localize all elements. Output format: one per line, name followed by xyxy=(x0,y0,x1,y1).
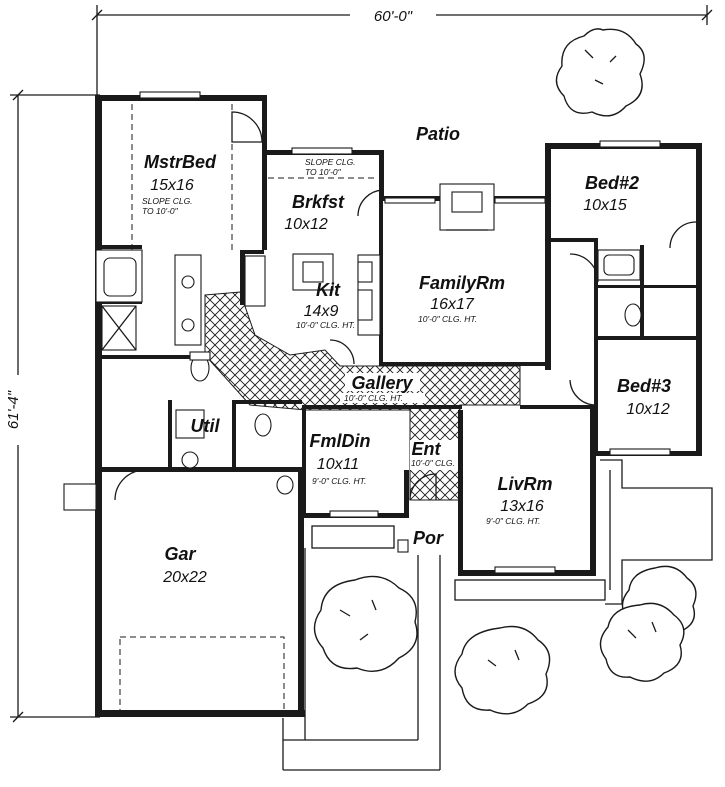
kitchen-island-icon xyxy=(292,253,334,291)
room-por: Por xyxy=(397,528,444,553)
room-ent: Ent 10'-0" CLG. xyxy=(410,439,458,470)
tree-icon xyxy=(555,28,645,117)
room-note: 10'-0" CLG. HT. xyxy=(296,320,355,330)
room-note: TO 10'-0" xyxy=(305,167,342,177)
garage-door xyxy=(63,483,285,713)
room-name: Por xyxy=(413,528,444,548)
room-name: Util xyxy=(191,416,221,436)
room-name: Ent xyxy=(412,439,442,459)
room-name: Gallery xyxy=(351,373,413,393)
room-brkfst: SLOPE CLG. TO 10'-0" Brkfst 10x12 xyxy=(284,157,355,233)
room-livrm: LivRm 13x16 9'-0" CLG. HT. xyxy=(486,474,553,526)
depth-dimension: 61'-4" xyxy=(5,89,100,723)
window-marks xyxy=(139,91,671,574)
room-size: 10x12 xyxy=(284,216,328,233)
room-bed2: Bed#2 10x15 xyxy=(583,173,639,214)
room-name: FmlDin xyxy=(310,431,371,451)
room-note: 10'-0" CLG. xyxy=(411,458,455,468)
room-gallery: Gallery 10'-0" CLG. HT. xyxy=(340,373,425,403)
room-name: Kit xyxy=(316,280,341,300)
room-name: Patio xyxy=(416,124,460,144)
room-patio: Patio xyxy=(416,124,460,144)
room-familyrm: FamilyRm 16x17 10'-0" CLG. HT. xyxy=(418,273,505,324)
toilet-icon xyxy=(189,351,211,382)
tub-icon xyxy=(597,249,641,281)
fireplace-icon xyxy=(439,183,495,231)
room-note: 9'-0" CLG. HT. xyxy=(312,476,366,486)
room-size: 10x12 xyxy=(626,401,670,418)
room-name: Bed#2 xyxy=(585,173,639,193)
room-size: 13x16 xyxy=(500,498,544,515)
width-dimension-label: 60'-0" xyxy=(374,8,413,25)
washer-dryer-icon xyxy=(175,409,205,469)
room-fmldin: FmlDin 10x11 9'-0" CLG. HT. xyxy=(310,431,371,486)
width-dimension: 60'-0" xyxy=(91,5,713,95)
room-mstrbed: MstrBed 15x16 SLOPE CLG. TO 10'-0" xyxy=(142,152,217,216)
vanity-icon xyxy=(174,254,202,346)
tree-icon xyxy=(599,602,685,682)
room-kit: Kit 14x9 10'-0" CLG. HT. xyxy=(296,280,355,330)
room-size: 10x15 xyxy=(583,197,627,214)
toilet-icon xyxy=(254,303,642,495)
shower-icon xyxy=(101,305,137,351)
room-note: 10'-0" CLG. HT. xyxy=(344,393,403,403)
room-name: Gar xyxy=(164,544,196,564)
room-note: 10'-0" CLG. HT. xyxy=(418,314,477,324)
room-size: 10x11 xyxy=(317,456,359,473)
room-name: MstrBed xyxy=(144,152,217,172)
counter-icon xyxy=(244,254,381,336)
room-name: Bed#3 xyxy=(617,376,671,396)
room-name: LivRm xyxy=(497,474,552,494)
room-bed3: Bed#3 10x12 xyxy=(617,376,671,418)
room-util: Util xyxy=(191,416,221,436)
room-note: TO 10'-0" xyxy=(142,206,179,216)
tree-icon xyxy=(313,575,418,672)
tub-icon xyxy=(95,249,143,303)
room-size: 20x22 xyxy=(162,569,207,586)
room-gar: Gar 20x22 xyxy=(162,544,207,586)
room-note: SLOPE CLG. xyxy=(142,196,193,206)
room-note: 9'-0" CLG. HT. xyxy=(486,516,540,526)
tree-icon xyxy=(454,625,551,715)
depth-dimension-label: 61'-4" xyxy=(5,390,22,429)
room-name: FamilyRm xyxy=(419,273,505,293)
room-size: 14x9 xyxy=(304,303,339,320)
room-size: 16x17 xyxy=(430,296,475,313)
site-lines xyxy=(282,459,713,771)
room-size: 15x16 xyxy=(150,177,194,194)
room-name: Brkfst xyxy=(292,192,345,212)
room-note: SLOPE CLG. xyxy=(305,157,356,167)
door-swings xyxy=(114,111,697,501)
